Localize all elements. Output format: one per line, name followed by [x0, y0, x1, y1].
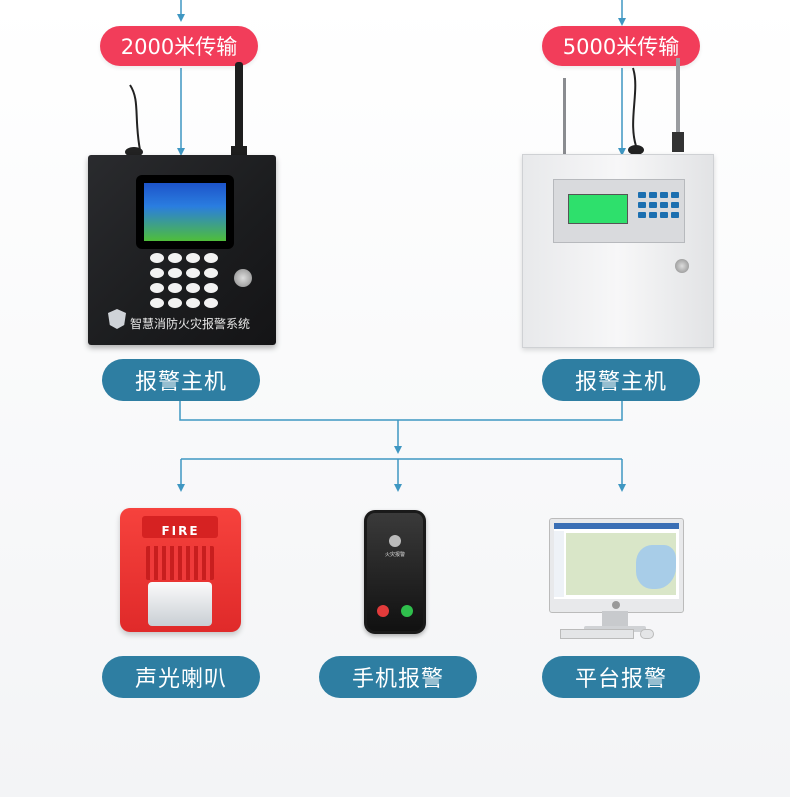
transmit-label-right-text: 5000米传输: [562, 35, 680, 59]
host-keypad-blue: [638, 192, 679, 218]
antenna-right-1: [563, 78, 566, 154]
monitor-device: [549, 518, 684, 613]
map-water: [636, 545, 676, 589]
alarm-host-white: [522, 154, 714, 348]
output-label-platform: 平台报警: [542, 656, 700, 698]
monitor-map: [566, 533, 676, 595]
phone-screen: 火灾报警: [367, 513, 423, 631]
siren-strobe-lens: [148, 582, 212, 626]
phone-device: 火灾报警: [364, 510, 426, 634]
host-label-left: 报警主机: [102, 359, 260, 401]
lock-icon: [675, 259, 689, 273]
transmit-label-left-text: 2000米传输: [120, 35, 238, 59]
host-label-left-text: 报警主机: [134, 370, 227, 395]
siren-device: FIRE: [120, 508, 241, 632]
line-hosts-join: [179, 401, 623, 421]
monitor-screen: [554, 523, 679, 599]
host-lcd-green: [568, 194, 628, 224]
antenna-left-1: [125, 84, 143, 157]
host-label-right-text: 报警主机: [574, 370, 667, 395]
lock-icon: [234, 269, 252, 287]
host-label-right: 报警主机: [542, 359, 700, 401]
host-brand-text: 智慧消防火灾报警系统: [130, 317, 251, 331]
siren-top: [142, 516, 218, 538]
monitor-stand: [602, 611, 628, 629]
mouse: [640, 629, 654, 639]
host-keypad: [150, 253, 218, 308]
accept-call-icon: [401, 605, 413, 617]
siren-fire-text: FIRE: [161, 524, 200, 538]
avatar-icon: [389, 535, 401, 547]
output-label-platform-text: 平台报警: [574, 667, 667, 692]
keyboard: [560, 629, 634, 639]
phone-caller-text: 火灾报警: [384, 552, 405, 558]
decline-call-icon: [377, 605, 389, 617]
antenna-left-2: [231, 62, 247, 156]
transmit-label-right: 5000米传输: [542, 26, 700, 66]
output-label-phone-text: 手机报警: [351, 667, 444, 692]
shield-icon: [108, 309, 126, 329]
output-label-siren-text: 声光喇叭: [134, 667, 227, 692]
output-label-siren: 声光喇叭: [102, 656, 260, 698]
monitor-sidebar: [554, 531, 564, 597]
siren-speaker-grille: [146, 546, 214, 580]
alarm-host-dark: 智慧消防火灾报警系统: [88, 155, 276, 345]
monitor-titlebar: [554, 523, 679, 529]
apple-logo-icon: [612, 601, 620, 609]
host-lcd-screen: [144, 183, 226, 241]
transmit-label-left: 2000米传输: [100, 26, 258, 66]
host-control-panel: [553, 179, 685, 243]
antenna-right-2: [628, 67, 644, 155]
antenna-right-3: [672, 58, 684, 152]
output-label-phone: 手机报警: [319, 656, 477, 698]
